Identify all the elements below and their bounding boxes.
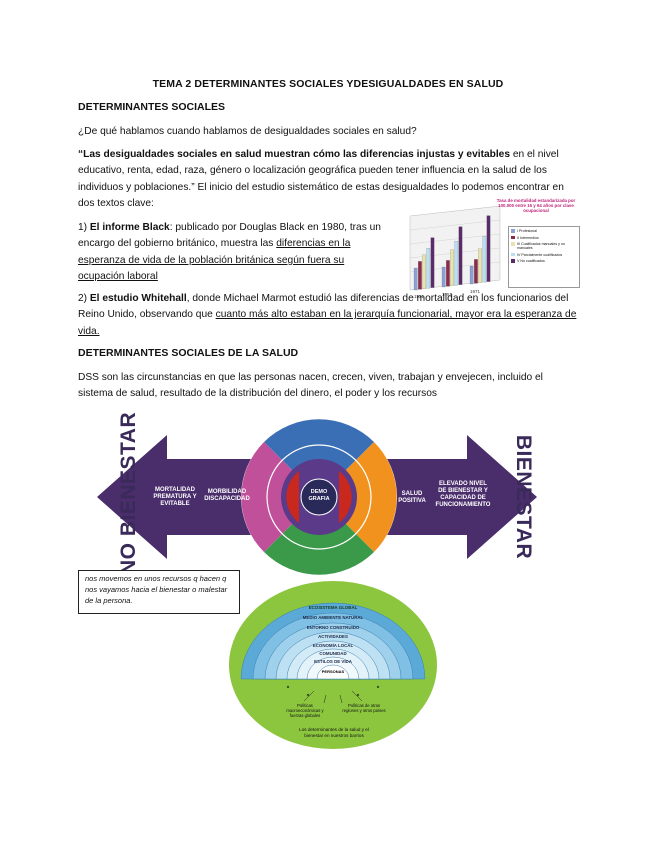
center-label: DEMO GRAFIA bbox=[308, 489, 330, 502]
eco-ring-label: COMUNIDAD bbox=[319, 651, 346, 656]
eco-core-label: PERSONAS bbox=[322, 669, 345, 674]
chart-bar bbox=[446, 260, 450, 287]
black-report-chart: 1921 1951 1971 Tasa de mortalidad estand… bbox=[400, 198, 580, 300]
quote-rest: en el nivel educativo, renta, edad, raza… bbox=[78, 149, 564, 210]
quote-bold: “Las desigualdades sociales en salud mue… bbox=[78, 149, 511, 160]
eco-bottom-left: Políticas macroeconómicas y fuerzas glob… bbox=[286, 703, 324, 718]
item1-title: El informe Black bbox=[89, 222, 170, 233]
heading-determinantes: DETERMINANTES SOCIALES bbox=[78, 101, 226, 113]
eco-svg: ECOSISTEMA GLOBAL MEDIO AMBIENTE NATURAL E… bbox=[229, 581, 437, 749]
eco-ring-label: ENTORNO CONSTRUIDO bbox=[307, 625, 360, 630]
item1-underlined: diferencias en la esperanza de vida de l… bbox=[78, 238, 351, 283]
chart-bar bbox=[413, 267, 418, 291]
legend-label: V No cualificados bbox=[517, 258, 545, 263]
left-arrow bbox=[97, 435, 272, 559]
quadrant-orange bbox=[319, 442, 397, 552]
eco-ring-label: ECONOMÍA LOCAL bbox=[313, 643, 354, 648]
chart-year-2: 1951 bbox=[442, 292, 453, 297]
legend-item: V No cualificados bbox=[511, 258, 577, 263]
quadrant-green bbox=[264, 497, 374, 575]
eco-rings: ECOSISTEMA GLOBAL MEDIO AMBIENTE NATURAL E… bbox=[240, 602, 426, 680]
left-arrow-label-1: MORTALIDAD PREMATURA Y EVITABLE bbox=[153, 487, 197, 507]
chart-bar bbox=[469, 265, 474, 285]
bienestar-word: BIENESTAR bbox=[512, 417, 535, 577]
chart-svg: 1921 1951 1971 bbox=[409, 205, 501, 299]
chart-bars bbox=[413, 215, 491, 291]
eco-core bbox=[316, 664, 350, 680]
no-bienestar-text: NO BIENESTAR bbox=[117, 411, 140, 575]
chart-bar bbox=[426, 248, 431, 289]
chart-bar bbox=[478, 248, 482, 283]
legend-swatch bbox=[511, 235, 515, 240]
item1-number: 1) bbox=[78, 222, 90, 233]
eco-ring-label: ESTILOS DE VIDA bbox=[314, 659, 353, 664]
item2-number: 2) bbox=[78, 293, 90, 304]
right-arrow bbox=[362, 435, 537, 559]
eco-ring-label: ECOSISTEMA GLOBAL bbox=[309, 605, 358, 610]
legend-label: II Intermedios bbox=[517, 235, 539, 240]
dss-diagram: NO BIENESTAR BIENESTAR MORTALIDAD PREMAT… bbox=[97, 411, 537, 577]
chart-bar bbox=[430, 237, 435, 288]
chart-bar bbox=[441, 266, 446, 288]
no-bienestar-word: NO BIENESTAR bbox=[117, 411, 140, 577]
legend-item: III Cualificados manuales y no manuales bbox=[511, 241, 577, 251]
quote-paragraph: “Las desigualdades sociales en salud mue… bbox=[78, 147, 578, 213]
legend-label: I Profesional bbox=[517, 229, 537, 234]
right-arrow-label-1: SALUD POSITIVA bbox=[398, 491, 426, 504]
heading-dss: DETERMINANTES SOCIALES DE LA SALUD bbox=[78, 347, 299, 359]
question-text: ¿De qué hablamos cuando hablamos de desi… bbox=[78, 126, 417, 137]
chart-bar bbox=[450, 249, 454, 286]
legend-label: IV Parcialmente cualificados bbox=[517, 252, 563, 257]
item2-underlined: cuanto más alto estaban en la jerarquía … bbox=[78, 309, 577, 337]
chart-bar bbox=[458, 226, 463, 285]
chart-bar bbox=[474, 259, 478, 284]
chart-bar bbox=[486, 215, 491, 282]
chart-year-1: 1921 bbox=[414, 294, 425, 299]
eco-ring-label: ACTIVIDADES bbox=[318, 634, 348, 639]
chart-bar bbox=[482, 236, 487, 283]
dss-definition: DSS son las circunstancias en que las pe… bbox=[78, 372, 543, 400]
dss-svg bbox=[97, 419, 537, 575]
quadrant-magenta bbox=[241, 442, 319, 552]
legend-label: III Cualificados manuales y no manuales bbox=[517, 241, 565, 251]
eco-ring-label: MEDIO AMBIENTE NATURAL bbox=[303, 615, 364, 620]
legend-swatch bbox=[511, 229, 515, 233]
item-whitehall: 2) El estudio Whitehall, donde Michael M… bbox=[78, 291, 578, 340]
item2-title: El estudio Whitehall bbox=[89, 293, 187, 304]
note-box: nos movemos en unos recursos q hacen q n… bbox=[78, 570, 240, 614]
legend-swatch bbox=[511, 258, 515, 263]
eco-caption: Los determinantes de la salud y el biene… bbox=[299, 727, 369, 738]
legend-item: IV Parcialmente cualificados bbox=[511, 252, 577, 257]
legend-swatch bbox=[511, 252, 515, 257]
quadrant-blue bbox=[264, 419, 374, 497]
item1-text: : publicado por Douglas Black en 1980, t… bbox=[78, 222, 381, 250]
eco-bottom-right: Políticas de otras regiones y otros país… bbox=[342, 703, 386, 713]
page-title: TEMA 2 DETERMINANTES SOCIALES YDESIGUALD… bbox=[152, 78, 504, 90]
chart-bar bbox=[422, 254, 426, 289]
left-arrow-label-2: MORBILIDAD DISCAPACIDAD bbox=[204, 489, 250, 502]
legend-item: I Profesional bbox=[511, 229, 577, 233]
right-arrow-label-2: ELEVADO NIVEL DE BIENESTAR Y CAPACIDAD D… bbox=[435, 481, 491, 508]
legend-swatch bbox=[511, 241, 515, 246]
chart-bar bbox=[454, 241, 459, 286]
chart-bar bbox=[418, 261, 422, 290]
bienestar-text: BIENESTAR bbox=[512, 434, 535, 560]
item-black-report: 1) El informe Black: publicado por Dougl… bbox=[78, 220, 388, 286]
eco-diagram: ECOSISTEMA GLOBAL MEDIO AMBIENTE NATURAL E… bbox=[228, 577, 438, 749]
chart-title: Tasa de mortalidad estandarizada por 100… bbox=[496, 198, 576, 214]
chart-year-3: 1971 bbox=[470, 289, 481, 294]
item2-text: , donde Michael Marmot estudió las difer… bbox=[78, 293, 569, 321]
legend-item: II Intermedios bbox=[511, 235, 577, 240]
